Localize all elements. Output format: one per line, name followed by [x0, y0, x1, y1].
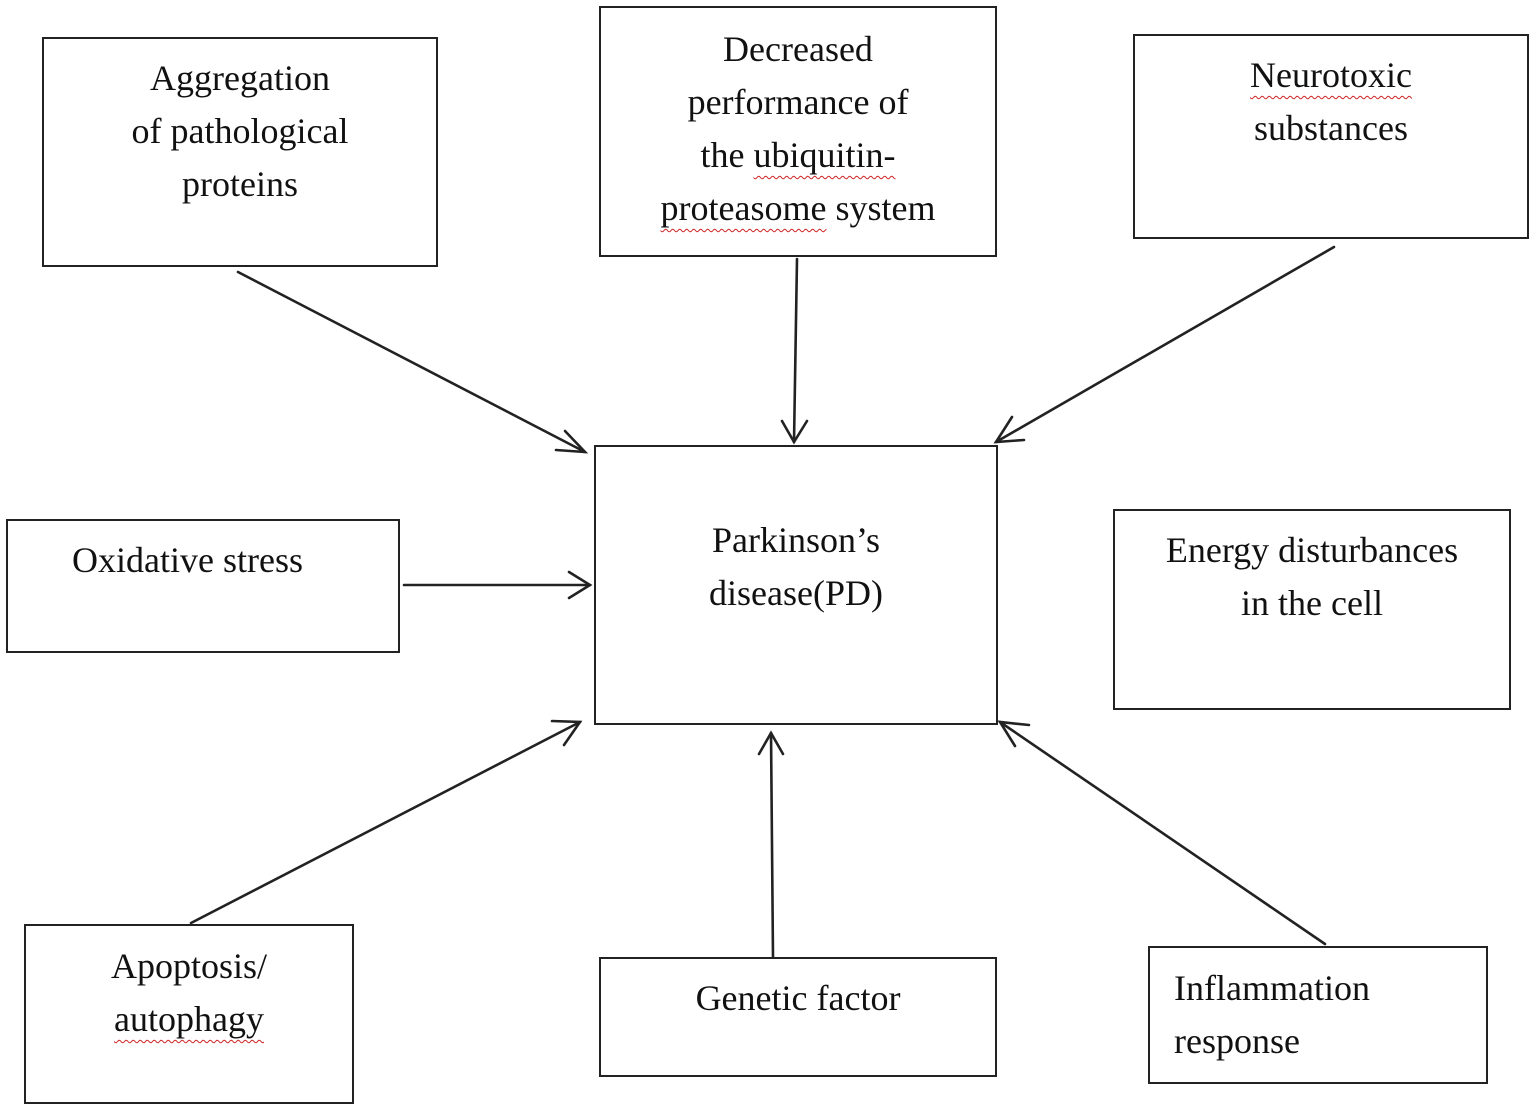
- factor-ubiquitin-line-1: Decreased: [723, 29, 873, 69]
- factor-inflammation-line-1: Inflammation: [1174, 968, 1370, 1008]
- factor-ubiquitin-line-3: the ubiquitin-: [601, 129, 995, 182]
- arrow-aggregation-to-pd: [236, 270, 589, 454]
- factor-ubiquitin-word-system: system: [826, 188, 936, 228]
- factor-ubiquitin-word-proteasome: proteasome: [660, 188, 827, 228]
- factor-energy-box: Energy disturbances in the cell: [1113, 509, 1511, 710]
- factor-genetic-box: Genetic factor: [599, 957, 997, 1077]
- arrow-neurotoxic-to-pd: [993, 245, 1336, 444]
- factor-oxidative-box: Oxidative stress: [6, 519, 400, 653]
- factor-energy-line-2: in the cell: [1241, 583, 1383, 623]
- factor-neurotoxic-box: Neurotoxic substances: [1133, 34, 1529, 239]
- factor-ubiquitin-line-4: proteasome system: [601, 182, 995, 235]
- factor-apoptosis-box: Apoptosis/ autophagy: [24, 924, 354, 1104]
- center-pd-line-2: disease(PD): [709, 573, 883, 613]
- arrow-genetic-to-pd: [757, 730, 785, 959]
- factor-apoptosis-word-autophagy: autophagy: [114, 999, 264, 1039]
- factor-aggregation-box: Aggregation of pathological proteins: [42, 37, 438, 267]
- factor-ubiquitin-line-2: performance of: [687, 82, 909, 122]
- factor-neurotoxic-line-1: Neurotoxic: [1135, 49, 1527, 102]
- arrow-ubiquitin-to-pd: [780, 257, 809, 445]
- factor-aggregation-line-3: proteins: [182, 164, 298, 204]
- factor-inflammation-line-2: response: [1174, 1021, 1300, 1061]
- arrow-inflammation-to-pd: [997, 720, 1327, 946]
- arrow-oxidative-to-pd: [402, 570, 593, 600]
- center-pd-line-1: Parkinson’s: [711, 520, 880, 560]
- factor-ubiquitin-word-the: the: [700, 135, 754, 175]
- factor-inflammation-box: Inflammation response: [1148, 946, 1488, 1084]
- factor-neurotoxic-line-2: substances: [1254, 108, 1408, 148]
- factor-neurotoxic-word-neurotoxic: Neurotoxic: [1250, 55, 1412, 95]
- factor-genetic-line-1: Genetic factor: [695, 978, 901, 1018]
- factor-apoptosis-line-1: Apoptosis/: [110, 946, 268, 986]
- factor-aggregation-line-1: Aggregation: [150, 58, 330, 98]
- arrow-apoptosis-to-pd: [189, 719, 583, 925]
- factor-ubiquitin-box: Decreased performance of the ubiquitin- …: [599, 6, 997, 257]
- factor-ubiquitin-word-ubiquitin: ubiquitin-: [753, 135, 896, 175]
- center-pd-box: Parkinson’s disease(PD): [594, 445, 998, 725]
- factor-oxidative-line-1: Oxidative stress: [72, 540, 303, 580]
- factor-apoptosis-line-2: autophagy: [26, 993, 352, 1046]
- factor-aggregation-line-2: of pathological: [131, 111, 349, 151]
- factor-energy-line-1: Energy disturbances: [1165, 530, 1459, 570]
